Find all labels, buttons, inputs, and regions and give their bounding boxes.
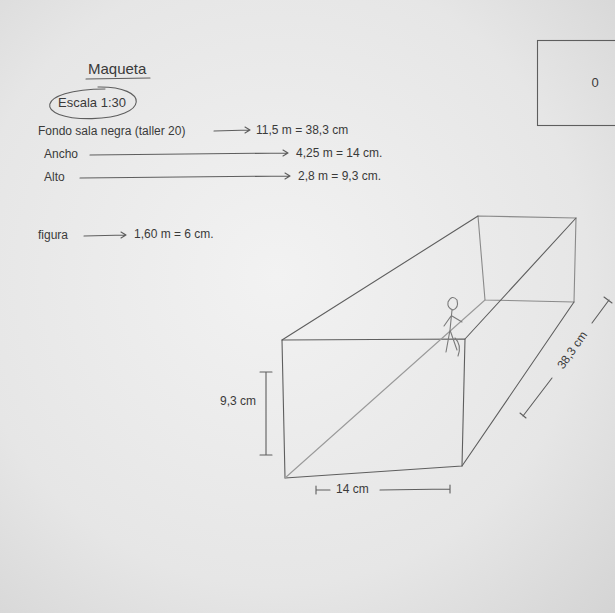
sketch-box: 0 — [537, 40, 615, 126]
arrow — [84, 232, 126, 238]
measure-text: 4,25 m = 14 cm. — [296, 146, 382, 160]
node-outline — [537, 40, 615, 126]
dimension-line — [520, 297, 612, 418]
dimension-label: 14 cm — [336, 482, 369, 496]
note-text: Ancho — [44, 147, 78, 161]
edge — [285, 300, 485, 478]
front-face — [282, 339, 465, 478]
node-text: Escala 1:30 — [58, 95, 126, 111]
human-figure — [444, 297, 462, 356]
title-note: Maqueta — [88, 60, 146, 78]
dimension-label: 9,3 cm — [220, 394, 256, 408]
ellipse-outline — [50, 87, 137, 119]
arrow — [80, 173, 290, 179]
measure-text: 11,5 m = 38,3 cm — [256, 123, 348, 137]
note-text: figura — [38, 228, 68, 242]
edge — [462, 302, 574, 466]
dimension-label: 38,3 cm — [554, 328, 590, 371]
back-face — [478, 216, 576, 302]
note-text: Alto — [44, 170, 65, 184]
edge — [282, 216, 478, 340]
edge — [465, 218, 576, 339]
measure-text: 1,60 m = 6 cm. — [134, 227, 214, 241]
underline — [86, 78, 150, 79]
measure-text: 2,8 m = 9,3 cm. — [298, 169, 381, 183]
node-text: 0 — [591, 75, 598, 91]
arrow — [90, 150, 288, 156]
dimension-line — [260, 372, 272, 455]
arrow — [214, 127, 250, 133]
box-outline — [538, 41, 615, 126]
scale-ellipse: Escala 1:30 — [36, 86, 148, 120]
note-text: Fondo sala negra (taller 20) — [38, 124, 185, 138]
